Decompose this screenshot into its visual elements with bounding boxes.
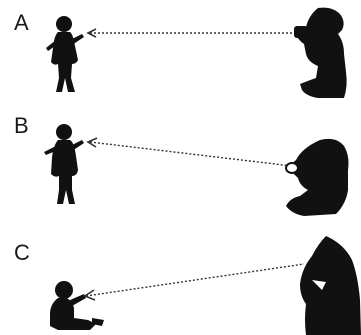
panel-c: C xyxy=(14,236,361,335)
panel-b: B xyxy=(14,113,349,216)
kneeling-adult-camera-silhouette-icon xyxy=(294,7,347,99)
panel-a: A xyxy=(14,7,347,99)
standing-child-silhouette-icon xyxy=(44,124,84,204)
standing-child-silhouette-icon xyxy=(46,16,84,92)
gaze-arrowhead-b-icon xyxy=(86,137,98,148)
gaze-line-c xyxy=(85,263,305,297)
panel-label-a: A xyxy=(14,10,29,35)
sitting-child-silhouette-icon xyxy=(50,281,104,330)
hooded-adult-silhouette-icon xyxy=(300,236,361,335)
panel-label-c: C xyxy=(14,240,30,265)
crouching-adult-silhouette-icon xyxy=(285,138,349,216)
panel-label-b: B xyxy=(14,113,29,138)
gaze-arrowhead-c-icon xyxy=(83,289,96,301)
gaze-arrowhead-a-icon xyxy=(86,28,97,38)
gaze-line-b xyxy=(89,141,293,167)
